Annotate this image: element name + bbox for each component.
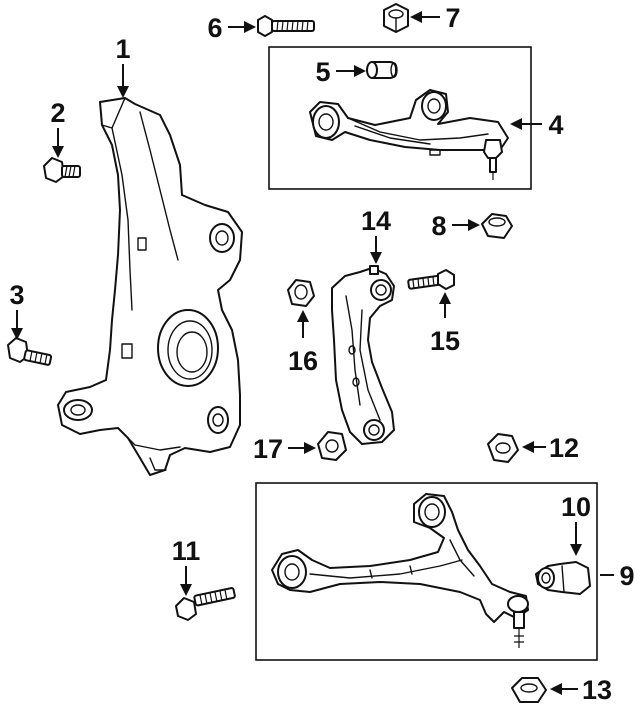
stabilizer-nut[interactable] — [481, 213, 513, 239]
lower-arm-bushing[interactable] — [535, 561, 591, 595]
callout-6: 6 — [207, 13, 222, 43]
callout-17: 17 — [253, 434, 283, 464]
lower-control-arm-box — [255, 482, 598, 661]
steering-knuckle[interactable] — [57, 97, 243, 476]
upper-arm-bolt[interactable] — [257, 15, 315, 37]
upper-arm-bushing[interactable] — [366, 61, 398, 79]
callout-7: 7 — [445, 3, 460, 33]
callout-16: 16 — [288, 346, 318, 376]
callout-5: 5 — [315, 57, 330, 87]
callout-2: 2 — [50, 98, 65, 128]
callout-arrows — [11, 11, 614, 695]
callout-13: 13 — [582, 675, 612, 705]
link-bracket[interactable] — [331, 265, 395, 445]
upper-arm-nut[interactable] — [383, 3, 409, 33]
callout-1: 1 — [115, 34, 130, 64]
ball-joint-nut[interactable] — [511, 677, 547, 703]
callout-15: 15 — [430, 326, 460, 356]
link-lower-nut[interactable] — [317, 431, 347, 461]
knuckle-bolt[interactable] — [43, 157, 81, 183]
upper-control-arm-box — [268, 46, 532, 190]
callout-labels: 1 2 3 4 5 6 7 8 9 10 11 12 13 14 15 16 1… — [9, 3, 634, 705]
callout-10: 10 — [561, 492, 591, 522]
link-bolt[interactable] — [407, 269, 455, 290]
callout-12: 12 — [549, 433, 579, 463]
lower-arm-nut[interactable] — [487, 433, 519, 463]
lower-arm-bolt[interactable] — [175, 587, 236, 621]
link-upper-nut[interactable] — [287, 279, 315, 307]
lower-mount-bolt[interactable] — [7, 337, 53, 366]
callout-3: 3 — [9, 280, 24, 310]
callout-11: 11 — [172, 536, 201, 566]
callout-14: 14 — [361, 206, 391, 236]
callout-8: 8 — [431, 211, 446, 241]
lower-control-arm[interactable] — [271, 493, 529, 648]
callout-9: 9 — [619, 561, 634, 591]
callout-4: 4 — [548, 110, 563, 140]
upper-control-arm[interactable] — [309, 89, 509, 180]
